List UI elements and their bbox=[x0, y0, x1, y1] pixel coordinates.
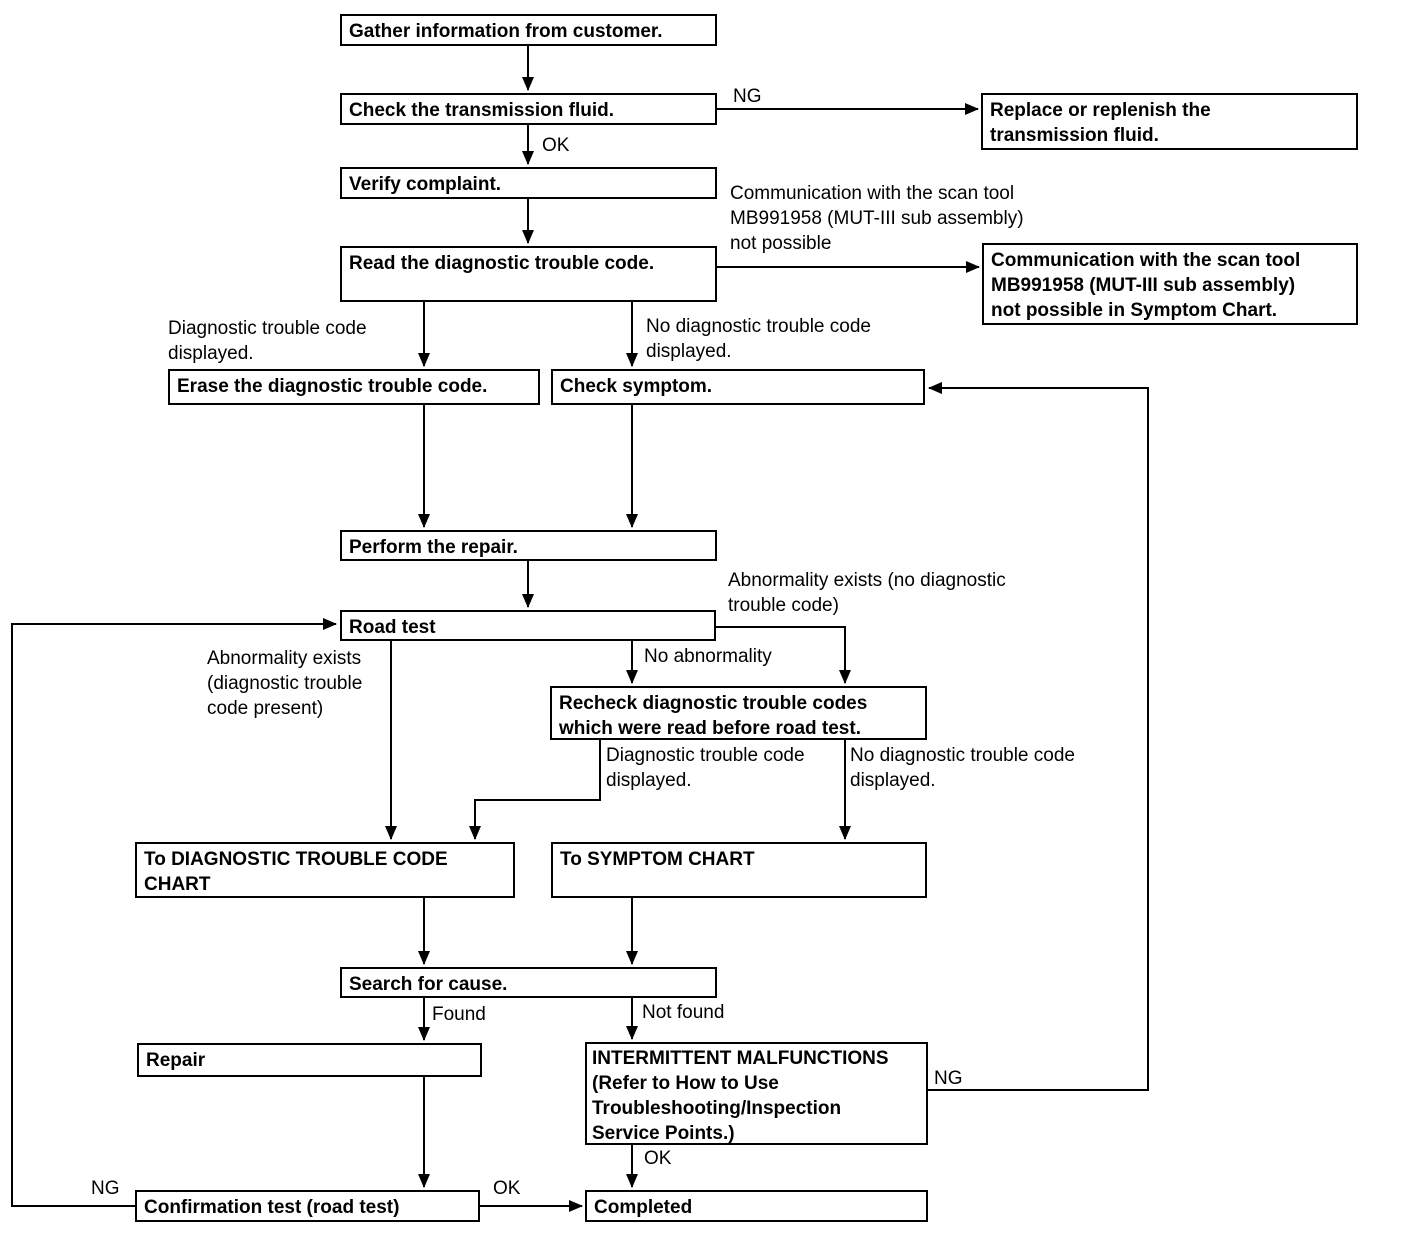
edge-label-ok-intermittent: OK bbox=[644, 1148, 672, 1169]
node-read-dtc: Read the diagnostic trouble code. bbox=[340, 246, 717, 302]
edge-label-ng-fluid: NG bbox=[733, 86, 762, 107]
node-to-dtc-chart: To DIAGNOSTIC TROUBLE CODE CHART bbox=[135, 842, 515, 898]
connector-recheck-to-dtc-chart bbox=[469, 740, 601, 840]
node-confirmation-test: Confirmation test (road test) bbox=[135, 1190, 480, 1222]
edge-label-no-dtc-displayed-mid: No diagnostic trouble code displayed. bbox=[850, 745, 1075, 791]
edge-label-ng-intermittent: NG bbox=[934, 1068, 963, 1089]
node-to-symptom-chart: To SYMPTOM CHART bbox=[551, 842, 927, 898]
node-search-for-cause: Search for cause. bbox=[340, 967, 717, 998]
edge-label-ng-confirmation: NG bbox=[91, 1178, 120, 1199]
edge-label-no-dtc-displayed-top: No diagnostic trouble code displayed. bbox=[646, 316, 871, 362]
node-recheck-dtc: Recheck diagnostic trouble codes which w… bbox=[550, 686, 927, 740]
edge-label-found: Found bbox=[432, 1004, 486, 1025]
node-verify-complaint: Verify complaint. bbox=[340, 167, 717, 199]
edge-label-abnormality-no-dtc: Abnormality exists (no diagnostic troubl… bbox=[728, 570, 1006, 616]
edge-label-dtc-displayed-mid: Diagnostic trouble code displayed. bbox=[606, 745, 805, 791]
connector-confirmation-ng-to-road-test bbox=[11, 618, 337, 1207]
node-erase-dtc: Erase the diagnostic trouble code. bbox=[168, 369, 540, 405]
edge-label-ok-fluid: OK bbox=[542, 135, 570, 156]
node-intermittent-malfunctions: INTERMITTENT MALFUNCTIONS (Refer to How … bbox=[585, 1042, 928, 1145]
node-repair: Repair bbox=[137, 1043, 482, 1077]
node-check-symptom: Check symptom. bbox=[551, 369, 925, 405]
edge-label-comm-not-possible: Communication with the scan tool MB99195… bbox=[730, 183, 1024, 254]
edge-label-abnormality-dtc: Abnormality exists (diagnostic trouble c… bbox=[207, 648, 363, 719]
node-road-test: Road test bbox=[340, 610, 716, 641]
edge-label-ok-confirmation: OK bbox=[493, 1178, 521, 1199]
node-completed: Completed bbox=[585, 1190, 928, 1222]
edge-label-not-found: Not found bbox=[642, 1002, 725, 1023]
node-replace-transmission-fluid: Replace or replenish the transmission fl… bbox=[981, 93, 1358, 150]
connector-road-test-to-recheck-right bbox=[716, 626, 851, 684]
connector-intermittent-ng-to-check-symptom bbox=[928, 382, 1149, 1091]
edge-label-dtc-displayed-top: Diagnostic trouble code displayed. bbox=[168, 318, 367, 364]
node-perform-repair: Perform the repair. bbox=[340, 530, 717, 561]
node-gather-information: Gather information from customer. bbox=[340, 14, 717, 46]
edge-label-no-abnormality: No abnormality bbox=[644, 646, 772, 667]
node-check-transmission-fluid: Check the transmission fluid. bbox=[340, 93, 717, 125]
node-comm-not-possible-symptom-chart: Communication with the scan tool MB99195… bbox=[982, 243, 1358, 325]
